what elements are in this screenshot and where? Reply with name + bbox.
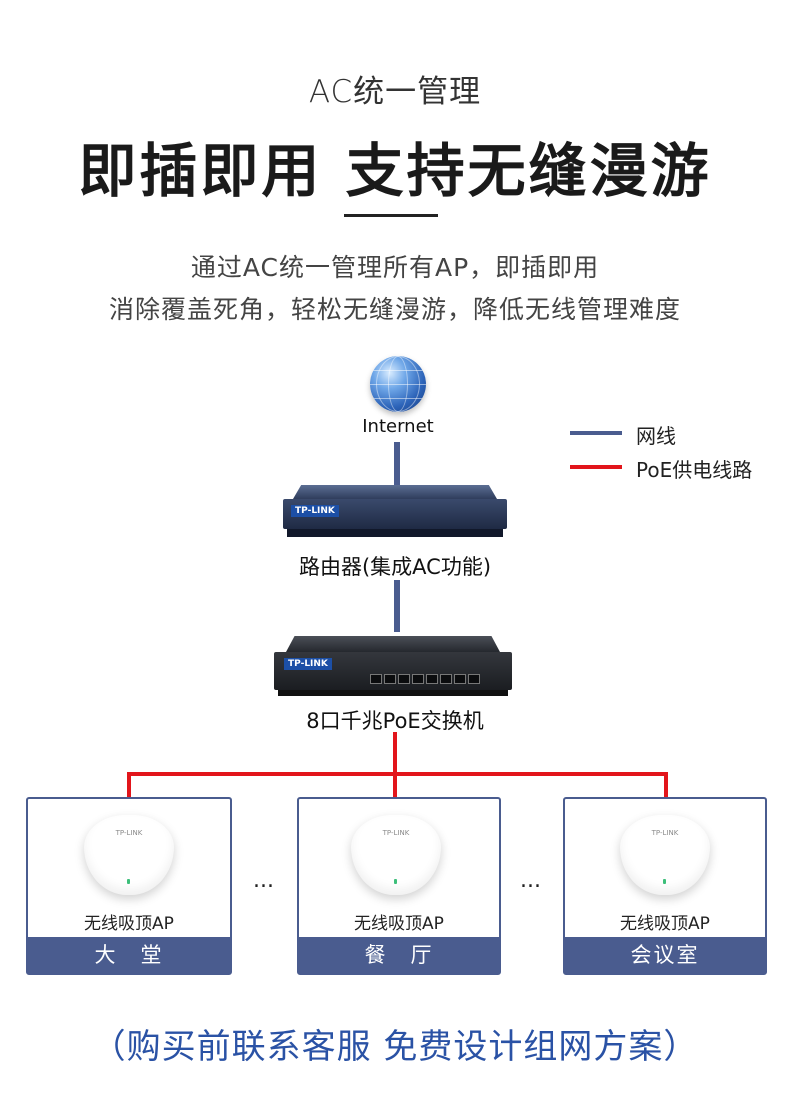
ap-label: 无线吸顶AP	[84, 914, 174, 934]
access-point-image: TP-LINK	[351, 815, 441, 895]
room-name: 大 堂	[28, 937, 230, 973]
switch-label: 8口千兆PoE交换机	[306, 709, 484, 733]
ap-label: 无线吸顶AP	[354, 914, 444, 934]
legend-line-poe	[570, 465, 622, 469]
router-label: 路由器(集成AC功能)	[298, 555, 492, 579]
ap-brand: TP-LINK	[382, 829, 410, 837]
footer-cta: （购买前联系客服 免费设计组网方案）	[91, 1027, 699, 1067]
ap-led	[394, 879, 397, 884]
router-image: TP-LINK	[283, 485, 507, 541]
poe-trunk	[393, 732, 397, 810]
room-meeting: TP-LINK 无线吸顶AP 会议室	[563, 797, 767, 975]
section-subtitle: AC统一管理	[308, 74, 482, 110]
room-restaurant: TP-LINK 无线吸顶AP 餐 厅	[297, 797, 501, 975]
ap-label: 无线吸顶AP	[620, 914, 710, 934]
switch-image: TP-LINK	[274, 636, 512, 698]
switch-brand-logo: TP-LINK	[284, 658, 332, 670]
router-brand-logo: TP-LINK	[291, 505, 339, 517]
internet-label: Internet	[362, 416, 434, 437]
globe-icon	[370, 356, 426, 412]
room-name: 会议室	[565, 937, 765, 973]
cable-router-switch	[394, 580, 400, 632]
ap-led	[127, 879, 130, 884]
room-name: 餐 厅	[299, 937, 499, 973]
description-line-2: 消除覆盖死角，轻松无缝漫游，降低无线管理难度	[108, 295, 681, 324]
access-point-image: TP-LINK	[84, 815, 174, 895]
ap-brand: TP-LINK	[651, 829, 679, 837]
legend-line-network-cable	[570, 431, 622, 435]
room-lobby: TP-LINK 无线吸顶AP 大 堂	[26, 797, 232, 975]
legend-label-poe: PoE供电线路	[636, 458, 753, 482]
ellipsis-2: ...	[520, 868, 541, 893]
title-divider	[344, 214, 438, 217]
cable-internet-router	[394, 442, 400, 486]
ellipsis-1: ...	[253, 868, 274, 893]
ap-led	[663, 879, 666, 884]
legend-label-network-cable: 网线	[636, 424, 676, 448]
description-line-1: 通过AC统一管理所有AP，即插即用	[190, 253, 600, 282]
ap-brand: TP-LINK	[115, 829, 143, 837]
page-headline: 即插即用 支持无缝漫游	[78, 137, 712, 205]
poe-bus	[127, 772, 668, 776]
access-point-image: TP-LINK	[620, 815, 710, 895]
poe-drop-lobby	[127, 772, 131, 810]
poe-drop-restaurant	[393, 776, 397, 810]
poe-drop-meeting	[664, 772, 668, 810]
